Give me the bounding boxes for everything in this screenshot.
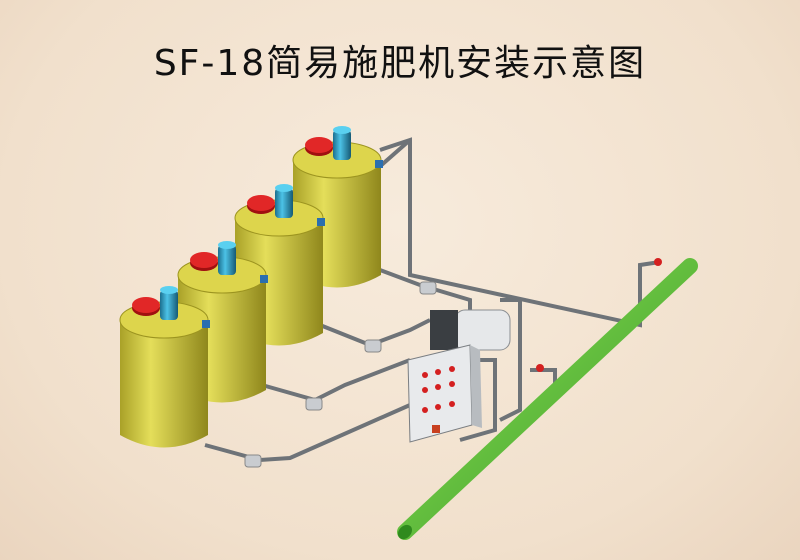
valves	[536, 258, 662, 372]
main-irrigation-pipe	[397, 258, 698, 540]
pump-motor	[430, 309, 511, 351]
control-panel	[407, 344, 482, 443]
page-title: SF-18简易施肥机安装示意图	[153, 43, 647, 84]
fertilizer-tank-1	[119, 285, 211, 448]
filters	[244, 281, 437, 468]
